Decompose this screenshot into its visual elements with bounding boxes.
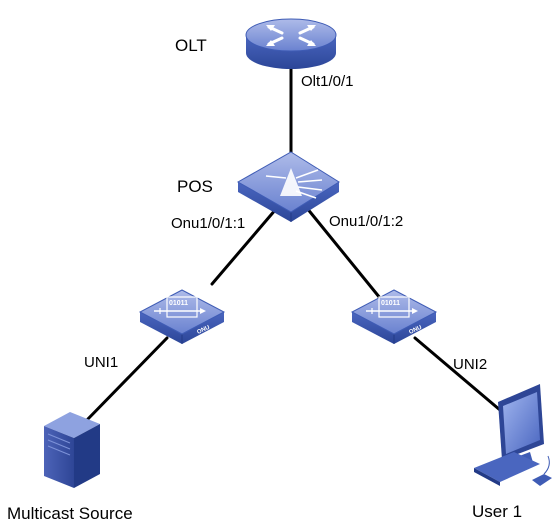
link-pos-onu2 — [300, 200, 382, 300]
multicast-source-label: Multicast Source — [7, 504, 133, 523]
olt-label: OLT — [175, 36, 207, 55]
onu2-device-icon[interactable]: 01011 ONU — [350, 289, 438, 344]
pos-splitter-icon[interactable] — [236, 151, 340, 222]
olt-router-icon[interactable] — [245, 18, 337, 69]
uni2-label: UNI2 — [453, 356, 488, 373]
onu1-device-icon[interactable]: 01011 ONU — [138, 289, 226, 344]
server-tower-icon[interactable] — [44, 412, 100, 488]
links — [83, 66, 502, 424]
pos-port-left-label: Onu1/0/1:1 — [171, 215, 246, 232]
link-pos-onu1 — [210, 200, 284, 286]
pos-label: POS — [177, 177, 213, 196]
onu2-badge-text: ONU — [408, 325, 423, 336]
link-onu2-user — [413, 336, 502, 412]
link-onu1-source — [83, 336, 169, 424]
uni1-label: UNI1 — [84, 354, 119, 371]
desktop-pc-icon[interactable] — [474, 384, 552, 486]
user1-label: User 1 — [472, 502, 523, 521]
pos-port-right-label: Onu1/0/1:2 — [329, 213, 404, 230]
onu2-binary-text: 01011 — [381, 300, 400, 307]
onu1-binary-text: 01011 — [169, 300, 188, 307]
onu1-badge-text: ONU — [196, 325, 211, 336]
olt-port-label: Olt1/0/1 — [301, 73, 354, 90]
